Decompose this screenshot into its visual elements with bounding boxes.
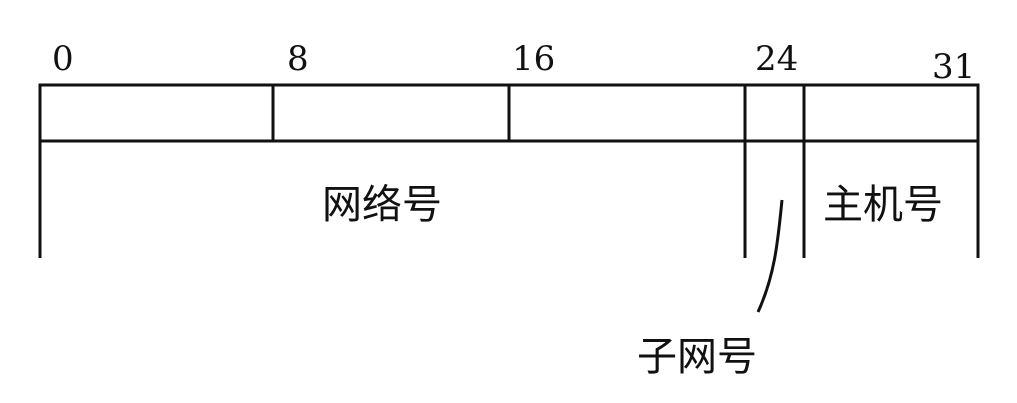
host-number-label: 主机号 xyxy=(823,182,943,228)
subnet-number-label: 子网号 xyxy=(637,334,757,380)
bit-label-31: 31 xyxy=(932,47,975,87)
bit-label-16: 16 xyxy=(512,39,555,79)
subnet-leader-curve xyxy=(756,199,784,313)
bit-label-8: 8 xyxy=(287,39,309,79)
bit-label-24: 24 xyxy=(755,39,798,79)
network-number-label: 网络号 xyxy=(322,182,442,228)
bit-label-0: 0 xyxy=(52,39,74,79)
